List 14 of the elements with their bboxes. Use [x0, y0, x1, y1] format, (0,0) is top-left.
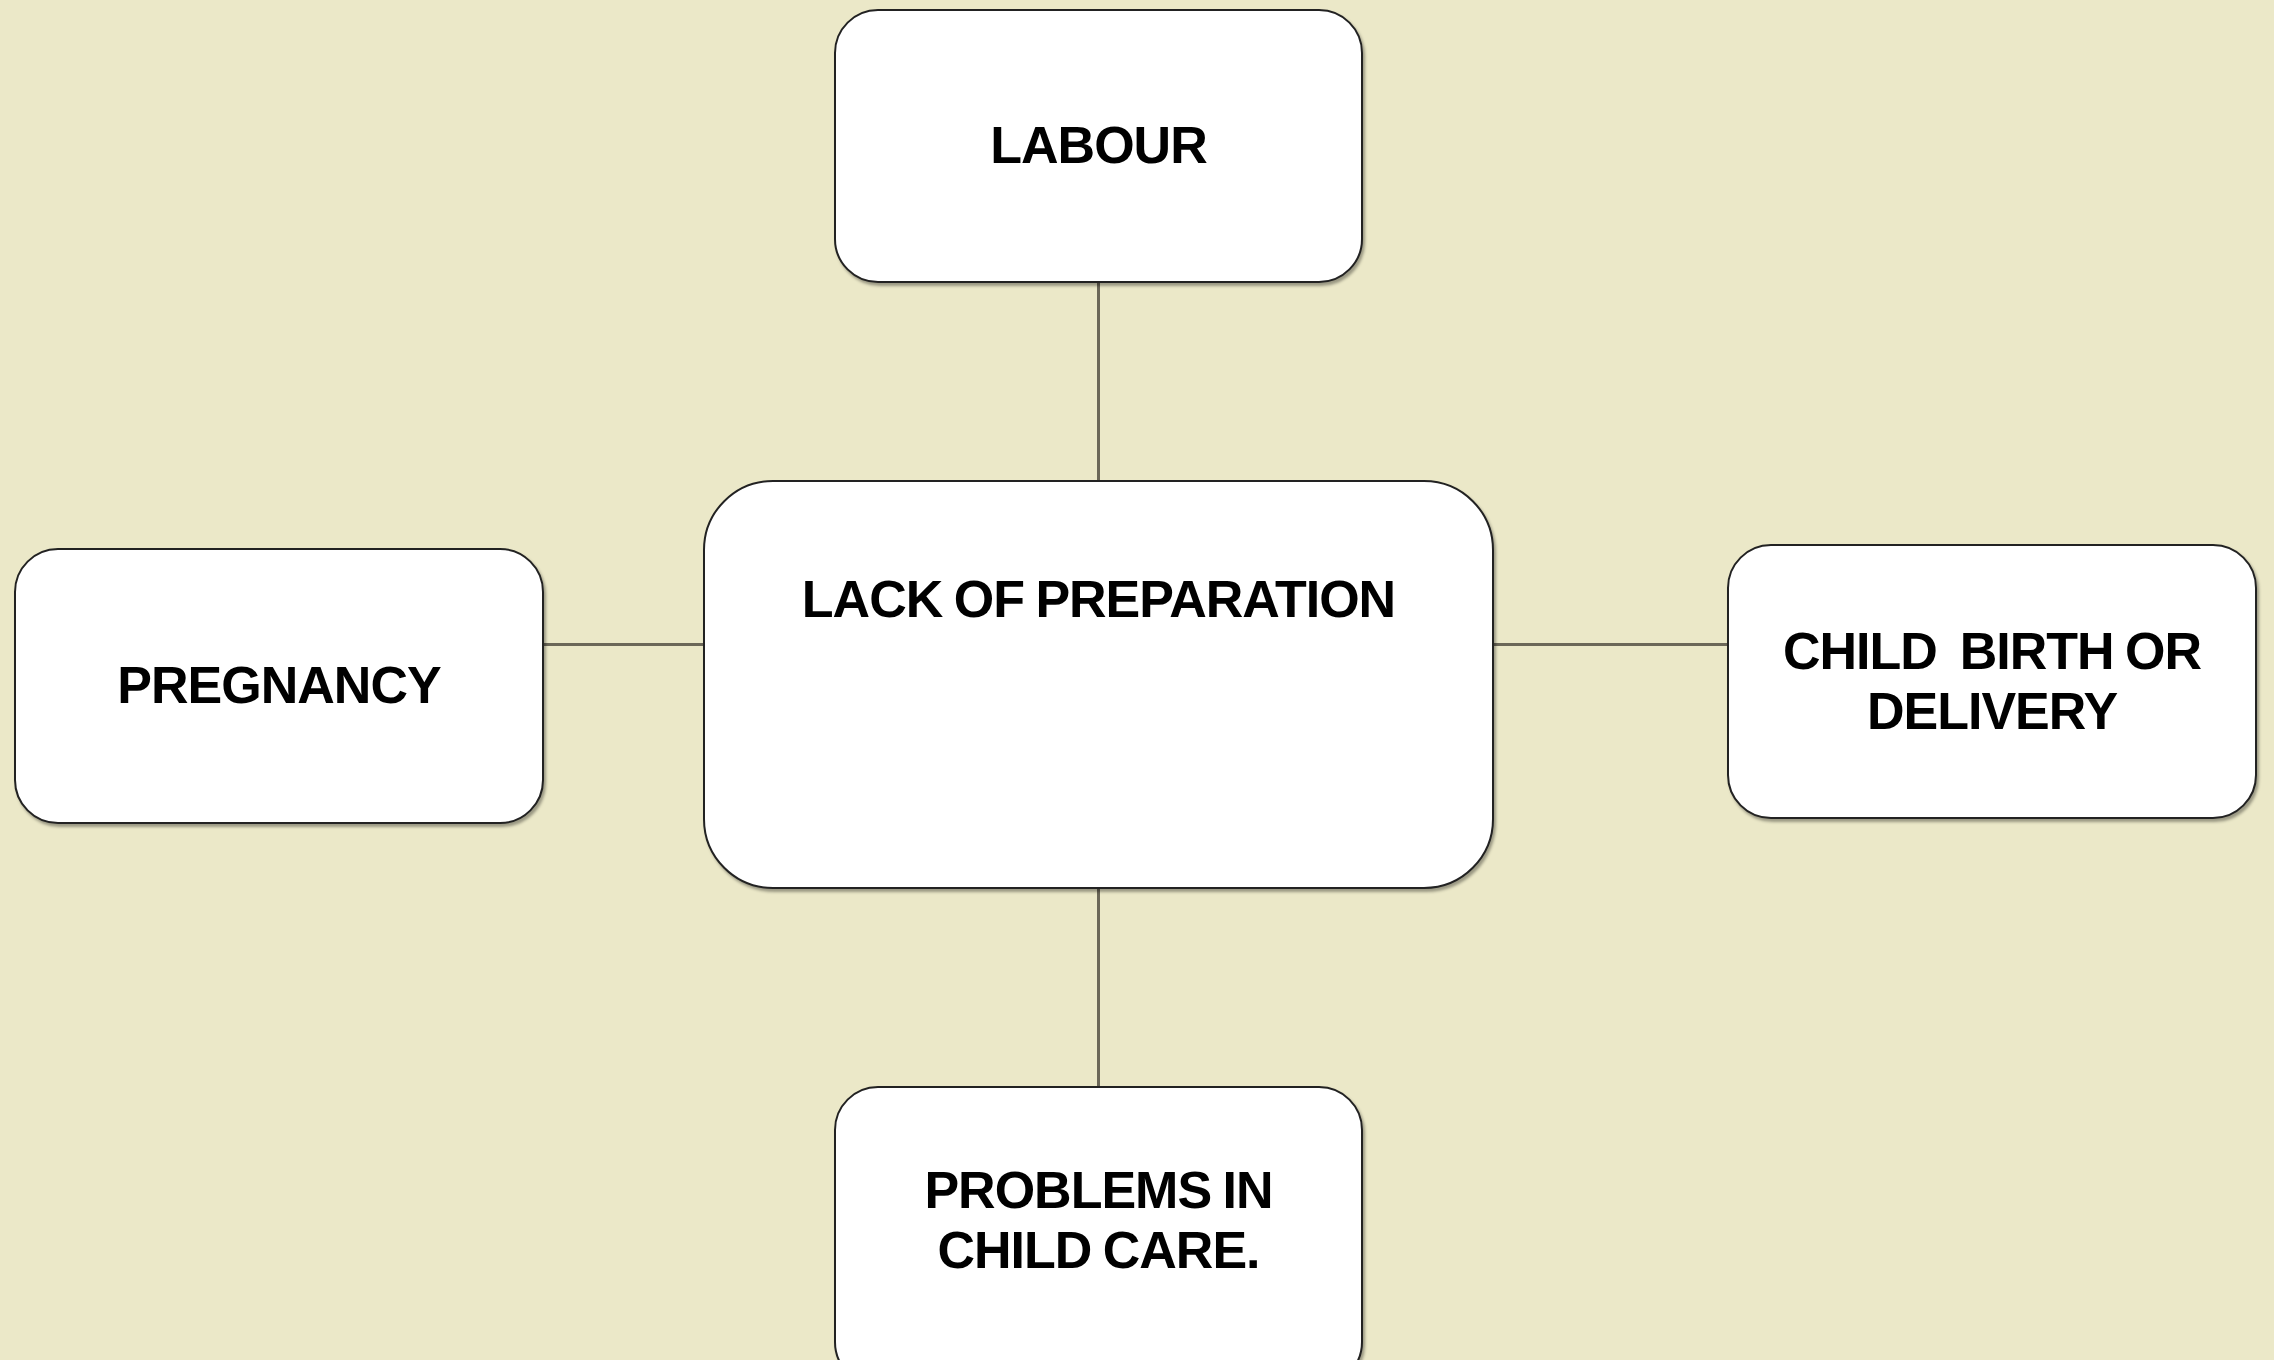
rounded-box	[703, 480, 1494, 889]
connector-line	[1097, 283, 1100, 480]
box-label: LABOUR	[990, 116, 1207, 176]
box-label: LACK OF PREPARATION	[801, 570, 1396, 630]
box-label: PREGNANCY	[117, 656, 441, 716]
rounded-box	[834, 1086, 1363, 1360]
box-label: PROBLEMS IN CHILD CARE.	[923, 1161, 1274, 1281]
box-label: CHILD BIRTH OR DELIVERY	[1781, 621, 2203, 742]
connector-line	[1097, 889, 1100, 1086]
rounded-box	[834, 9, 1363, 283]
connector-line	[1494, 643, 1727, 646]
rounded-box	[1727, 544, 2257, 819]
connector-line	[544, 643, 703, 646]
rounded-box	[14, 548, 544, 824]
